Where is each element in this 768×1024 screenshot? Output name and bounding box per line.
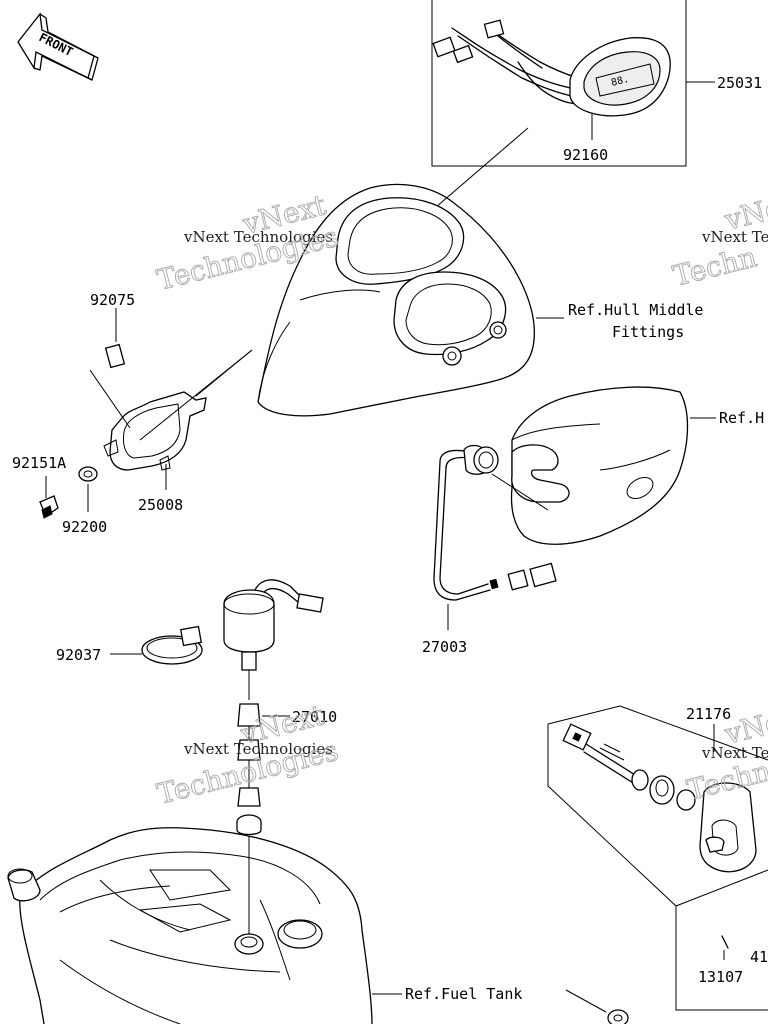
label-92160: 92160 (563, 146, 608, 164)
label-25008: 25008 (138, 496, 183, 514)
svg-text:vNext Te: vNext Te (701, 228, 768, 246)
bolt-92151a (39, 495, 59, 519)
part-92075 (104, 343, 126, 369)
fuel-sender-27010 (223, 579, 324, 836)
hull-right-part (510, 386, 689, 545)
label-92075: 92075 (90, 291, 135, 309)
hull-middle-fitting (257, 183, 536, 417)
label-25031: 25031 (717, 74, 762, 92)
label-13107: 13107 (698, 968, 743, 986)
svg-text:88.: 88. (610, 74, 630, 89)
label-27003: 27003 (422, 638, 467, 656)
label-92151a: 92151A (12, 454, 66, 472)
label-41: 41 (750, 948, 768, 966)
washer-bottom (607, 1009, 629, 1024)
ref-hull-right: Ref.H (719, 409, 764, 427)
ref-hull-middle-line2: Fittings (612, 323, 684, 341)
front-arrow-icon: FRONT (17, 12, 99, 81)
watermark-top: vNext vNext Technologies Technologies (153, 188, 342, 297)
meter-assembly-box: 88. (431, 0, 687, 167)
clamp-92037 (141, 625, 203, 665)
label-27010: 27010 (292, 708, 337, 726)
washer-92200 (78, 466, 98, 482)
ref-hull-middle-line1: Ref.Hull Middle (568, 301, 703, 319)
svg-text:vNext Te: vNext Te (701, 744, 768, 762)
label-92037: 92037 (56, 646, 101, 664)
svg-text:vNext Technologies: vNext Technologies (183, 228, 333, 246)
svg-text:Techn: Techn (670, 240, 760, 293)
label-92200: 92200 (62, 518, 107, 536)
bracket-25008 (103, 391, 207, 471)
watermark-right-top: vNext vNext Te Techn (669, 184, 768, 293)
speed-sensor-box (547, 705, 768, 1011)
svg-text:vNext Technologies: vNext Technologies (183, 740, 333, 758)
ref-fuel-tank: Ref.Fuel Tank (405, 985, 522, 1003)
sensor-27003 (433, 444, 557, 601)
pin-13107 (721, 935, 729, 949)
fuel-tank (7, 827, 373, 1024)
label-21176: 21176 (686, 705, 731, 723)
